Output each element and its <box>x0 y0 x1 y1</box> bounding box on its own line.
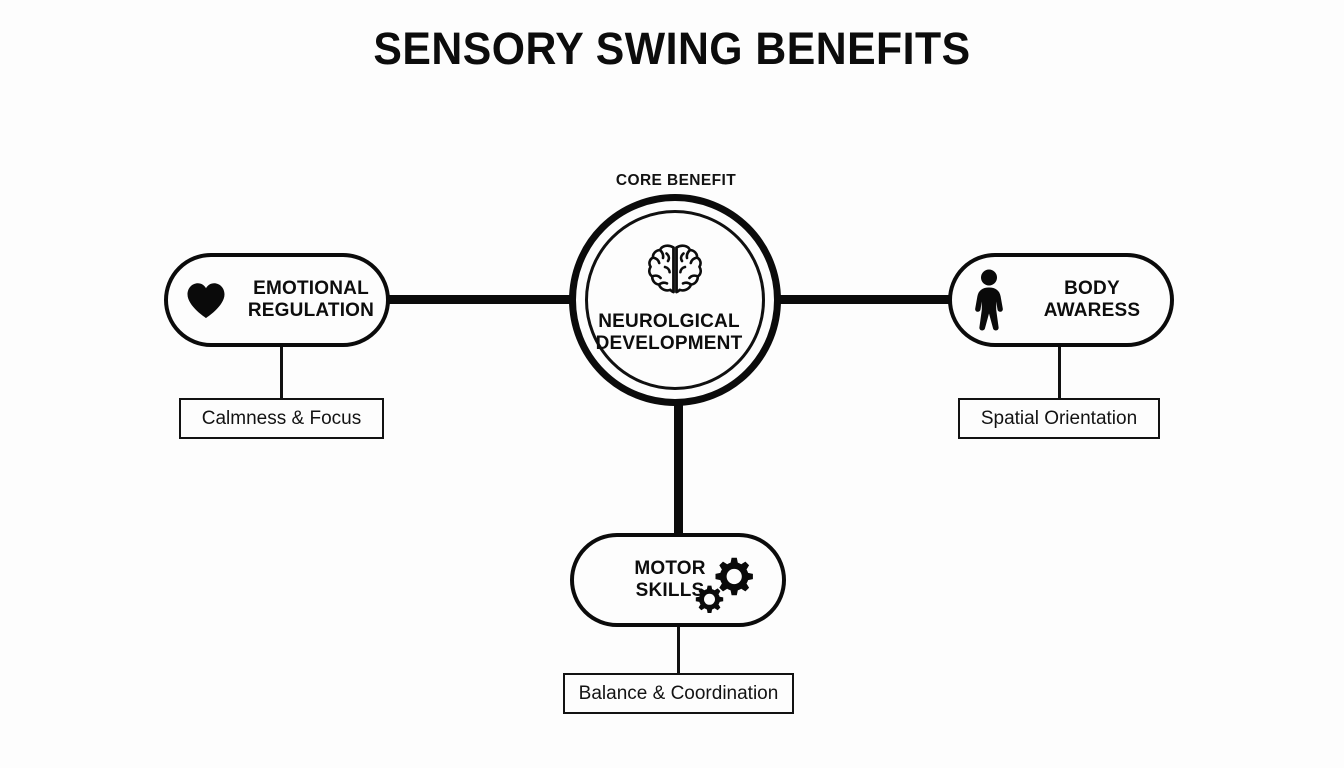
page-title: SENSORY SWING BENEFITS <box>373 23 971 74</box>
stem-body-sub <box>1058 344 1061 400</box>
core-label-line1: NEUROLGICAL <box>598 311 740 332</box>
core-label-line2: DEVELOPMENT <box>595 333 743 355</box>
node-motor-label: MOTOR SKILLS <box>634 558 705 602</box>
core-node-inner-ring: NEUROLGICAL DEVELOPMENT <box>585 210 765 390</box>
node-emotional-regulation[interactable]: EMOTIONAL REGULATION <box>164 253 390 347</box>
sub-label-emotional: Calmness & Focus <box>179 398 384 439</box>
stem-motor-sub <box>677 624 680 675</box>
body-label-line2: AWARESS <box>1043 300 1141 321</box>
brain-icon <box>647 244 703 294</box>
heart-icon <box>187 282 225 318</box>
person-icon <box>975 269 1003 331</box>
core-node[interactable]: NEUROLGICAL DEVELOPMENT <box>569 194 781 406</box>
motor-label-line2: SKILLS <box>635 580 705 601</box>
emotional-label-line1: EMOTIONAL <box>253 277 369 299</box>
motor-label-line1: MOTOR <box>634 557 706 579</box>
body-label-line1: BODY <box>1064 277 1120 299</box>
node-body-awareness[interactable]: BODY AWARESS <box>948 253 1174 347</box>
node-body-label: BODY AWARESS <box>1014 278 1170 322</box>
connector-core-to-body <box>772 295 954 304</box>
core-node-label: NEUROLGICAL DEVELOPMENT <box>575 311 763 355</box>
sub-label-motor: Balance & Coordination <box>563 673 794 714</box>
stem-emotional-sub <box>280 344 283 400</box>
node-motor-skills[interactable]: MOTOR SKILLS <box>570 533 786 627</box>
core-benefit-kicker: CORE BENEFIT <box>615 172 737 189</box>
connector-core-to-emotional <box>386 295 578 304</box>
sub-label-body: Spatial Orientation <box>958 398 1160 439</box>
node-emotional-label: EMOTIONAL REGULATION <box>236 278 386 322</box>
connector-core-to-motor <box>674 398 683 538</box>
emotional-label-line2: REGULATION <box>247 300 375 321</box>
